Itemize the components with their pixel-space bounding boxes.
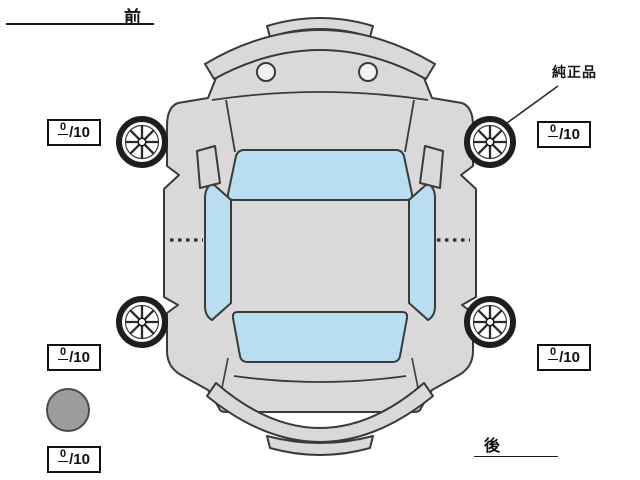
score-value: 0 xyxy=(58,121,69,135)
rear-underline xyxy=(474,456,558,457)
score-denominator: /10 xyxy=(69,451,90,468)
left-window-glass xyxy=(204,182,232,321)
front-bumper xyxy=(204,29,436,80)
trunk-seam-line xyxy=(233,375,407,383)
score-denominator: /10 xyxy=(559,126,580,143)
spare-tire-icon xyxy=(46,388,90,432)
score-denominator: /10 xyxy=(559,349,580,366)
rear-bumper xyxy=(206,382,434,443)
score-box-front-left: 0 /10 xyxy=(47,119,101,146)
score-box-rear-right: 0 /10 xyxy=(537,344,591,371)
wheel-rear-left-icon xyxy=(119,299,165,345)
score-box-spare: 0 /10 xyxy=(47,446,101,473)
hood-circle-right xyxy=(358,62,378,82)
hood-seam-line xyxy=(211,91,429,101)
hood-crease-right xyxy=(404,99,415,153)
front-underline xyxy=(6,23,154,25)
wheel-rear-right-icon xyxy=(467,299,513,345)
hood-crease-left xyxy=(225,99,236,153)
wheel-front-right-icon xyxy=(467,119,513,165)
left-mirror xyxy=(196,145,221,189)
score-box-rear-left: 0 /10 xyxy=(47,344,101,371)
score-denominator: /10 xyxy=(69,349,90,366)
genuine-part-pointer-line xyxy=(506,85,559,124)
score-box-front-right: 0 /10 xyxy=(537,121,591,148)
front-label: 前 xyxy=(124,8,141,27)
score-value: 0 xyxy=(548,346,559,360)
right-mirror xyxy=(419,145,444,189)
windshield-glass xyxy=(226,149,414,201)
wheel-front-left-icon xyxy=(119,119,165,165)
hood-circle-left xyxy=(256,62,276,82)
score-value: 0 xyxy=(548,123,559,137)
score-denominator: /10 xyxy=(69,124,90,141)
right-window-glass xyxy=(408,182,436,321)
rear-bumper-bottom-strip xyxy=(266,435,374,456)
rear-label: 後 xyxy=(484,438,501,455)
genuine-part-label: 純正品 xyxy=(552,64,597,80)
score-value: 0 xyxy=(58,448,69,462)
rear-window-glass xyxy=(231,311,409,363)
score-value: 0 xyxy=(58,346,69,360)
